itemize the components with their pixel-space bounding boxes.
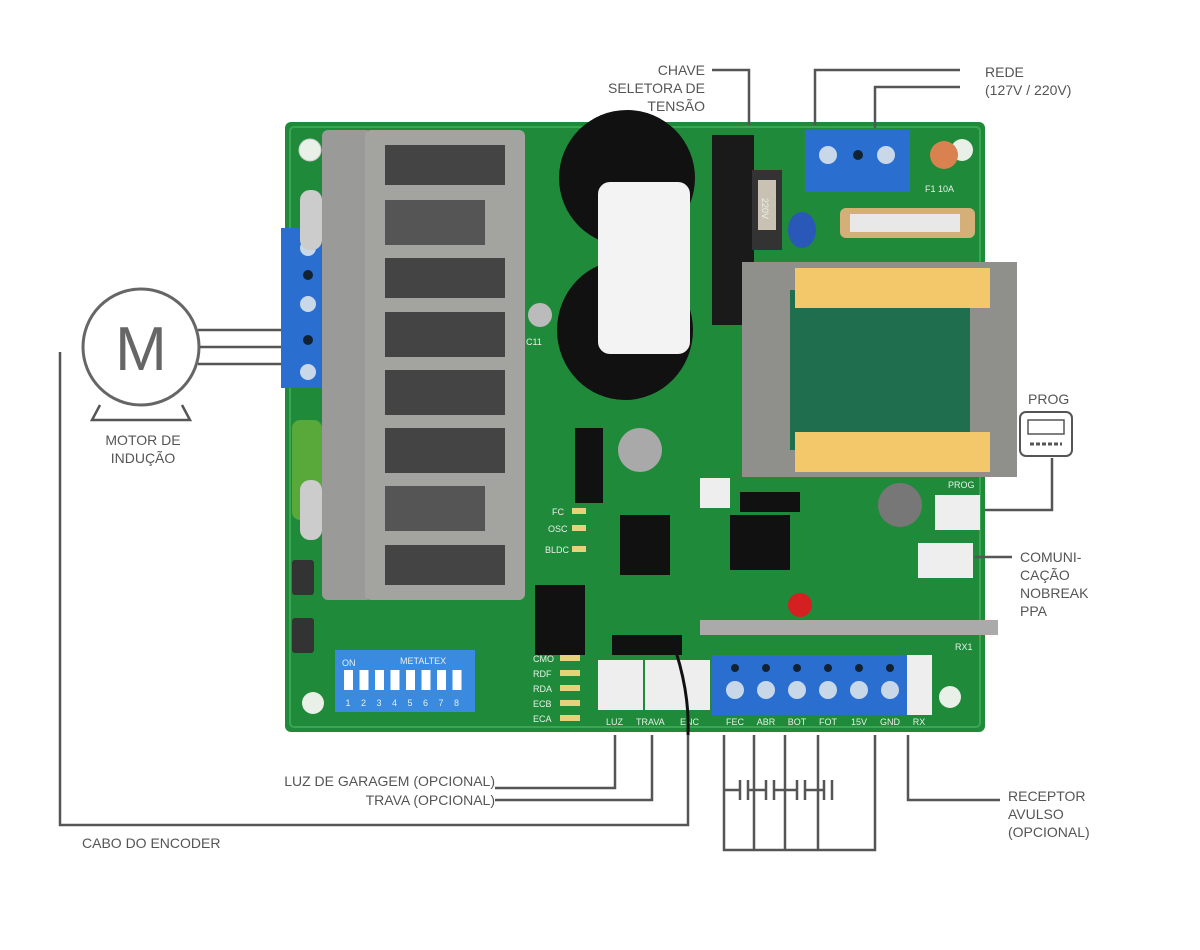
terminal-screw[interactable] <box>850 681 868 699</box>
label-luz-garagem: LUZ DE GARAGEM (OPCIONAL) <box>284 773 495 789</box>
terminal-screw[interactable] <box>819 681 837 699</box>
led-label: FC <box>552 507 564 517</box>
heatsink <box>300 130 525 600</box>
terminal-label: BOT <box>788 717 807 727</box>
dip-number: 5 <box>407 698 412 708</box>
terminal-screw[interactable] <box>788 681 806 699</box>
led-label: CMO <box>533 654 554 664</box>
indicator-leds: CMO RDF RDA ECB ECA <box>533 654 580 724</box>
label-motor: MOTOR DE <box>105 432 180 448</box>
voltage-selector-switch: 220V <box>712 135 782 325</box>
terminal-hole <box>886 664 894 672</box>
label-comunicacao: PPA <box>1020 603 1048 619</box>
led-label: RDA <box>533 684 552 694</box>
label-chave-seletora: SELETORA DE <box>608 80 705 96</box>
led-label: OSC <box>548 524 568 534</box>
label-chave-seletora: TENSÃO <box>647 98 705 114</box>
mains-terminal-block: F1 10A <box>788 130 975 248</box>
dip-number: 2 <box>361 698 366 708</box>
terminal-hole <box>762 664 770 672</box>
motor-terminal-block <box>281 228 322 520</box>
label-prog: PROG <box>1028 391 1069 407</box>
led-label: ECB <box>533 699 552 709</box>
label-comunicacao: COMUNI- <box>1020 549 1082 565</box>
capacitors: C11 <box>526 110 922 527</box>
terminal-label: GND <box>880 717 901 727</box>
label-comunicacao: NOBREAK <box>1020 585 1089 601</box>
led-label: ECA <box>533 714 552 724</box>
connector-trava-label: TRAVA <box>636 717 665 727</box>
leader-lines <box>58 68 1054 852</box>
components: PROG RX1 <box>535 428 998 655</box>
dip-key[interactable] <box>359 670 369 690</box>
connector-enc-label: ENC <box>680 717 700 727</box>
dip-key[interactable] <box>375 670 384 690</box>
push-button[interactable] <box>292 560 314 595</box>
terminal-screw[interactable] <box>881 681 899 699</box>
rx-header-label: RX1 <box>955 642 973 652</box>
programmer-icon <box>1019 411 1073 457</box>
prog-header-label: PROG <box>948 480 975 490</box>
label-receptor: AVULSO <box>1008 806 1064 822</box>
terminal-screw[interactable] <box>726 681 744 699</box>
terminal-hole <box>793 664 801 672</box>
dip-number: 6 <box>423 698 428 708</box>
dip-key[interactable] <box>437 670 446 690</box>
dip-number: 4 <box>392 698 397 708</box>
motor-letter: M <box>115 315 167 384</box>
label-chave-seletora: CHAVE <box>658 62 705 78</box>
terminal-label: 15V <box>851 717 867 727</box>
dip-brand: METALTEX <box>400 656 446 666</box>
label-rede: REDE <box>985 64 1024 80</box>
dip-number: 7 <box>438 698 443 708</box>
dip-number: 1 <box>345 698 350 708</box>
transformer <box>742 262 1017 477</box>
bottom-connectors: LUZ TRAVA ENC FEC ABR BOT FOT 15V GND RX <box>598 655 932 727</box>
prog-button[interactable] <box>292 618 314 653</box>
status-leds: FC OSC BLDC CMO RDF RDA ECB ECA <box>533 507 586 724</box>
connector-luz-label: LUZ <box>606 717 624 727</box>
terminal-hole <box>824 664 832 672</box>
dip-number: 3 <box>376 698 381 708</box>
dip-number: 8 <box>454 698 459 708</box>
terminal-hole <box>855 664 863 672</box>
terminal-hole <box>731 664 739 672</box>
led-label: RDF <box>533 669 552 679</box>
led-label: BLDC <box>545 545 570 555</box>
label-receptor: RECEPTOR <box>1008 788 1086 804</box>
terminal-label: RX <box>913 717 926 727</box>
dip-key[interactable] <box>421 670 431 690</box>
label-encoder: CABO DO ENCODER <box>82 835 220 851</box>
label-rede-voltage: (127V / 220V) <box>985 82 1071 98</box>
dip-on-label: ON <box>342 658 356 668</box>
dip-key[interactable] <box>452 670 462 690</box>
label-receptor: (OPCIONAL) <box>1008 824 1090 840</box>
terminal-label: ABR <box>757 717 776 727</box>
terminal-label: FOT <box>819 717 837 727</box>
dip-key[interactable] <box>344 670 353 690</box>
terminal-label: FEC <box>726 717 745 727</box>
label-trava: TRAVA (OPCIONAL) <box>366 792 495 808</box>
label-motor: INDUÇÃO <box>111 450 176 466</box>
control-terminal-block <box>712 655 907 715</box>
switch-value: 220V <box>760 198 770 219</box>
dip-key[interactable] <box>406 670 415 690</box>
capacitor-label: C11 <box>526 337 542 347</box>
dip-key[interactable] <box>390 670 400 690</box>
label-comunicacao: CAÇÃO <box>1020 567 1070 583</box>
terminal-screw[interactable] <box>757 681 775 699</box>
fuse-label: F1 10A <box>925 184 954 194</box>
motor-symbol: M <box>81 287 281 422</box>
